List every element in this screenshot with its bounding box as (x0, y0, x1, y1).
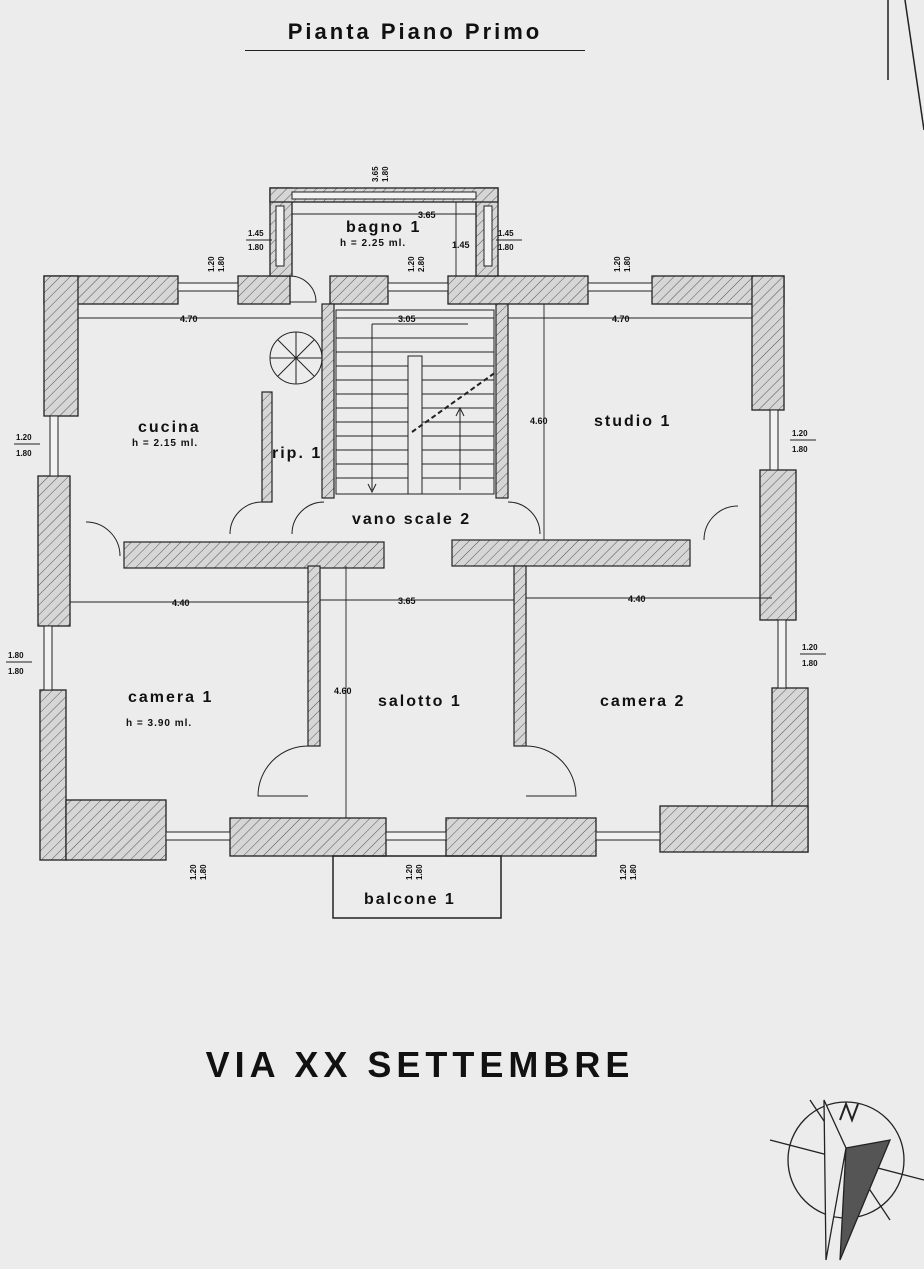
interior-walls (123, 303, 691, 747)
exterior-walls (37, 187, 809, 861)
win-bagno-top-h: 1.80 (381, 166, 390, 182)
room-label-balcone: balcone 1 (364, 891, 456, 908)
win-right-mid-w: 1.20 (802, 643, 818, 652)
win-salotto-bottom-h: 1.80 (415, 864, 424, 880)
room-label-rip: rip. 1 (272, 445, 322, 462)
win-cucina-top-h: 1.80 (217, 256, 226, 272)
room-label-camera2: camera 2 (600, 693, 685, 710)
windows (43, 191, 787, 841)
room-label-bagno: bagno 1 (346, 219, 421, 236)
win-right-top-w: 1.20 (792, 429, 808, 438)
win-camera2-bottom-w: 1.20 (619, 864, 628, 880)
dim-studio-width: 4.70 (612, 314, 630, 324)
win-left-top-w: 1.20 (16, 433, 32, 442)
win-bagno-left-h: 1.80 (248, 243, 264, 252)
win-left-top-h: 1.80 (16, 449, 32, 458)
win-left-mid-w: 1.80 (8, 651, 24, 660)
dim-salotto-depth: 4.60 (334, 686, 352, 696)
room-label-vano-scale: vano scale 2 (352, 511, 471, 528)
win-bagno-right-h: 1.80 (498, 243, 514, 252)
street-name: VIA XX SETTEMBRE (205, 1044, 635, 1085)
win-right-mid-h: 1.80 (802, 659, 818, 668)
room-height-cucina: h = 2.15 ml. (132, 438, 198, 449)
door-swings (85, 275, 739, 797)
dim-cucina-width: 4.70 (180, 314, 198, 324)
window-annotations: 1.20 1.80 1.80 1.80 1.20 1.80 1.20 1.80 … (6, 166, 826, 880)
win-camera1-bottom-h: 1.80 (199, 864, 208, 880)
win-stair-top-w: 1.20 (407, 256, 416, 272)
dim-camera1-width: 4.40 (172, 598, 190, 608)
win-bagno-right-w: 1.45 (498, 229, 514, 238)
win-cucina-top-w: 1.20 (207, 256, 216, 272)
win-bagno-left-w: 1.45 (248, 229, 264, 238)
north-arrow-icon (769, 1099, 924, 1261)
win-bagno-top-w: 3.65 (371, 166, 380, 182)
win-salotto-bottom-w: 1.20 (405, 864, 414, 880)
win-left-mid-h: 1.80 (8, 667, 24, 676)
dimension-lines (70, 202, 772, 818)
dim-stair-width: 3.05 (398, 314, 416, 324)
room-height-camera1: h = 3.90 ml. (126, 718, 192, 729)
win-stair-top-h: 2.80 (417, 256, 426, 272)
win-right-top-h: 1.80 (792, 445, 808, 454)
spiral-staircase (269, 331, 323, 385)
room-label-cucina: cucina (138, 419, 201, 436)
balcony-outline (332, 855, 502, 919)
dim-studio-depth: 4.60 (530, 416, 548, 426)
win-studio-top-h: 1.80 (623, 256, 632, 272)
plan-title: Pianta Piano Primo (245, 14, 585, 51)
dim-bagno-width: 3.65 (418, 210, 436, 220)
win-studio-top-w: 1.20 (613, 256, 622, 272)
dim-salotto-width: 3.65 (398, 596, 416, 606)
dim-bagno-depth: 1.45 (452, 240, 470, 250)
room-height-bagno: h = 2.25 ml. (340, 238, 406, 249)
dim-camera2-width: 4.40 (628, 594, 646, 604)
win-camera1-bottom-w: 1.20 (189, 864, 198, 880)
room-label-camera1: camera 1 (128, 689, 213, 706)
win-camera2-bottom-h: 1.80 (629, 864, 638, 880)
room-label-studio: studio 1 (594, 413, 671, 430)
staircase (335, 309, 497, 495)
room-label-salotto: salotto 1 (378, 693, 462, 710)
